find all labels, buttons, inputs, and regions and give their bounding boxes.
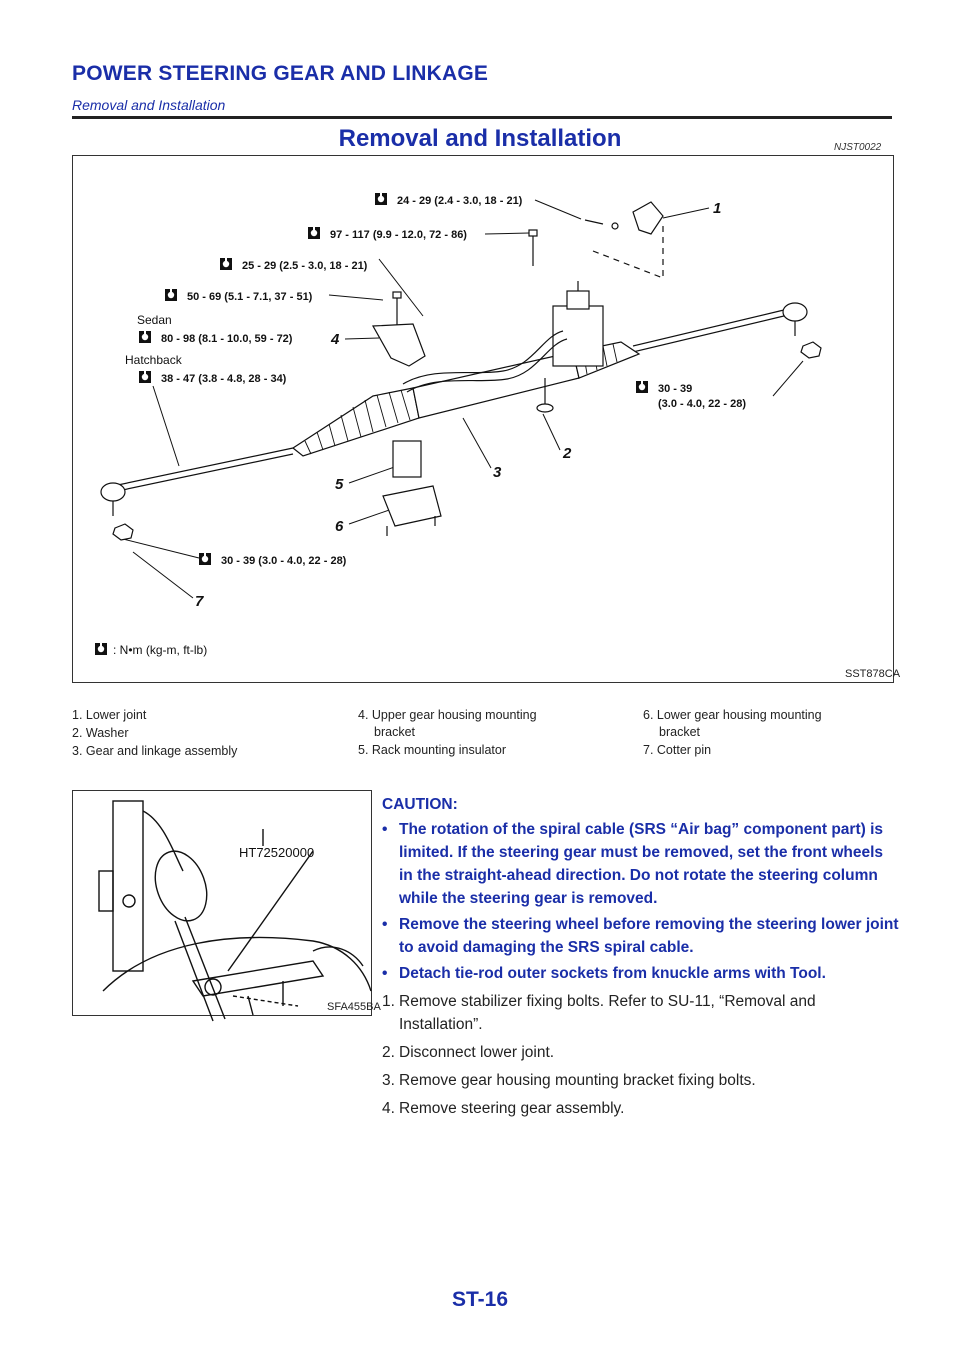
header-subtitle: Removal and Installation (72, 97, 226, 113)
torque-label: 97 - 117 (9.9 - 12.0, 72 - 86) (330, 229, 467, 241)
torque-label: 38 - 47 (3.8 - 4.8, 28 - 34) (161, 373, 287, 385)
caution-bullet-text: The rotation of the spiral cable (SRS “A… (399, 821, 884, 907)
procedure-step: 1. Remove stabilizer fixing bolts. Refer… (382, 990, 900, 1036)
torque-label: 30 - 39 (658, 383, 692, 395)
figure2-code: SFA455BA (327, 1001, 381, 1013)
caution-bullet-text: Remove the steering wheel before removin… (399, 916, 899, 956)
units-label: : N•m (kg-m, ft-lb) (113, 643, 207, 657)
caution-section: CAUTION: • The rotation of the spiral ca… (382, 796, 900, 1120)
part-number-7: 7 (195, 593, 204, 610)
legend-item: 3. Gear and linkage assembly (72, 744, 238, 758)
legend-column-2: 4. Upper gear housing mounting bracket 5… (358, 707, 628, 760)
torque-label: (3.0 - 4.0, 22 - 28) (658, 398, 746, 410)
caution-title: CAUTION: (382, 796, 458, 813)
legend-item-continued: bracket (659, 725, 700, 739)
torque-label: 80 - 98 (8.1 - 10.0, 59 - 72) (161, 333, 293, 345)
procedure-step: 2. Disconnect lower joint. (382, 1041, 900, 1064)
torque-callout-5: 80 - 98 (8.1 - 10.0, 59 - 72) (139, 331, 293, 345)
caution-bullet: • The rotation of the spiral cable (SRS … (382, 818, 900, 910)
tool-photo-drawing: HT72520000 (98, 800, 372, 1022)
torque-callout-6: 38 - 47 (3.8 - 4.8, 28 - 34) (139, 371, 287, 467)
figure1-code: SST878CA (845, 668, 901, 680)
step-number: 3. (382, 1072, 395, 1089)
header-rule (72, 116, 892, 119)
part-number-1: 1 (713, 200, 721, 217)
units-legend: : N•m (kg-m, ft-lb) (95, 643, 207, 657)
legend-item: 7. Cotter pin (643, 743, 712, 757)
caution-bullet: • Detach tie-rod outer sockets from knuc… (382, 962, 900, 985)
exploded-diagram: 24 - 29 (2.4 - 3.0, 18 - 21) 97 - 117 (9… (95, 193, 822, 657)
legend-item: 1. Lower joint (72, 708, 147, 722)
torque-callout-1: 24 - 29 (2.4 - 3.0, 18 - 21) (375, 193, 582, 220)
torque-callout-8: 30 - 39 (3.0 - 4.0, 22 - 28) (118, 537, 347, 567)
hatchback-label: Hatchback (125, 353, 183, 367)
legend-item: 5. Rack mounting insulator (358, 743, 506, 757)
part-number-2: 2 (562, 445, 572, 462)
step-number: 4. (382, 1100, 395, 1117)
step-text: Remove stabilizer fixing bolts. Refer to… (399, 993, 816, 1033)
step-number: 2. (382, 1044, 395, 1061)
torque-label: 30 - 39 (3.0 - 4.0, 22 - 28) (221, 555, 347, 567)
header-title: POWER STEERING GEAR AND LINKAGE (72, 62, 489, 85)
legend-column-3: 6. Lower gear housing mounting bracket 7… (643, 707, 903, 760)
tool-photo-figure: HT72520000 SFA455BA (72, 790, 381, 1022)
step-text: Remove steering gear assembly. (399, 1100, 625, 1117)
section-title: Removal and Installation (338, 125, 622, 152)
torque-label: 25 - 29 (2.5 - 3.0, 18 - 21) (242, 260, 368, 272)
step-number: 1. (382, 993, 395, 1010)
torque-callout-2: 97 - 117 (9.9 - 12.0, 72 - 86) (308, 227, 530, 241)
legend-item: 4. Upper gear housing mounting (358, 708, 537, 722)
procedure-step: 3. Remove gear housing mounting bracket … (382, 1069, 900, 1092)
bullet-mark: • (382, 916, 388, 933)
exploded-diagram-figure: 24 - 29 (2.4 - 3.0, 18 - 21) 97 - 117 (9… (72, 155, 900, 683)
section-code: NJST0022 (834, 142, 882, 153)
part-number-6: 6 (335, 518, 344, 535)
sedan-label: Sedan (137, 313, 172, 327)
part-number-3: 3 (493, 464, 502, 481)
step-text: Disconnect lower joint. (399, 1044, 555, 1061)
torque-callout-4: 50 - 69 (5.1 - 7.1, 37 - 51) (165, 289, 384, 303)
legend-item-continued: bracket (374, 725, 415, 739)
step-text: Remove gear housing mounting bracket fix… (399, 1072, 756, 1089)
procedure-step: 4. Remove steering gear assembly. (382, 1097, 900, 1120)
tool-number-label: HT72520000 (239, 845, 314, 860)
legend-column-1: 1. Lower joint 2. Washer 3. Gear and lin… (72, 707, 342, 761)
caution-bullet-text: Detach tie-rod outer sockets from knuckl… (399, 965, 826, 982)
page-number: ST-16 (451, 1288, 509, 1311)
bullet-mark: • (382, 821, 388, 838)
torque-label: 50 - 69 (5.1 - 7.1, 37 - 51) (187, 291, 313, 303)
bullet-mark: • (382, 965, 388, 982)
part-number-4: 4 (330, 331, 340, 348)
torque-callout-7: 30 - 39 (3.0 - 4.0, 22 - 28) (636, 360, 804, 410)
legend-item: 2. Washer (72, 726, 129, 740)
steering-rack-drawing (100, 201, 822, 541)
legend-item: 6. Lower gear housing mounting (643, 708, 822, 722)
part-number-5: 5 (335, 476, 344, 493)
torque-callout-3: 25 - 29 (2.5 - 3.0, 18 - 21) (220, 258, 424, 317)
caution-bullet: • Remove the steering wheel before remov… (382, 913, 900, 959)
torque-label: 24 - 29 (2.4 - 3.0, 18 - 21) (397, 195, 523, 207)
